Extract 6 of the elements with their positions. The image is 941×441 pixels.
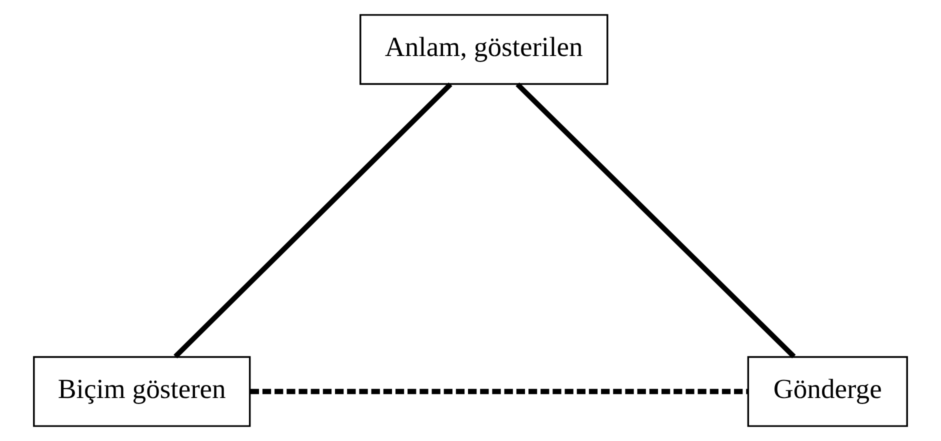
connector <box>516 82 796 358</box>
node-box: Anlam, gösterilen <box>360 14 608 85</box>
connector <box>250 388 748 394</box>
node-box: Biçim gösteren <box>33 356 251 427</box>
node-box: Gönderge <box>747 356 908 427</box>
connector <box>174 82 452 358</box>
